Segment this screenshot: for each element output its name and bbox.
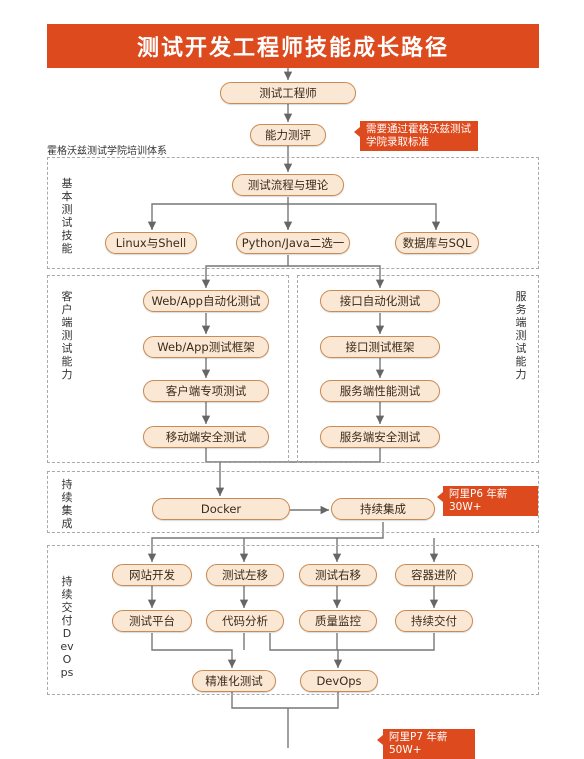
node-shift-left: 测试左移 bbox=[206, 564, 284, 586]
node-process-theory: 测试流程与理论 bbox=[232, 174, 344, 196]
node-client-special: 客户端专项测试 bbox=[143, 380, 269, 402]
node-devops: DevOps bbox=[300, 670, 378, 692]
page-title: 测试开发工程师技能成长路径 bbox=[47, 24, 539, 68]
node-db-sql: 数据库与SQL bbox=[395, 232, 479, 254]
node-ability-eval: 能力测评 bbox=[250, 124, 326, 146]
p6-callout: 阿里P6 年薪30W+ bbox=[437, 486, 538, 516]
p7-callout: 阿里P7 年薪50W+ bbox=[377, 729, 475, 759]
node-api-framework: 接口测试框架 bbox=[320, 336, 440, 358]
node-test-platform: 测试平台 bbox=[112, 610, 192, 632]
section-label-cd: 持续交付DevOps bbox=[60, 575, 74, 679]
node-continuous-delivery: 持续交付 bbox=[395, 610, 473, 632]
section-client bbox=[47, 275, 289, 463]
node-test-engineer: 测试工程师 bbox=[220, 82, 356, 104]
node-precision-test: 精准化测试 bbox=[192, 670, 276, 692]
section-label-ci: 持续集成 bbox=[61, 478, 73, 530]
node-api-auto: 接口自动化测试 bbox=[320, 290, 440, 312]
node-server-perf: 服务端性能测试 bbox=[320, 380, 440, 402]
section-basic bbox=[47, 157, 539, 269]
node-shift-right: 测试右移 bbox=[299, 564, 377, 586]
node-web-app-auto: Web/App自动化测试 bbox=[143, 290, 269, 312]
node-python-java: Python/Java二选一 bbox=[236, 232, 350, 254]
node-linux-shell: Linux与Shell bbox=[105, 232, 197, 254]
admission-callout: 需要通过霍格沃兹测试学院录取标准 bbox=[354, 121, 478, 151]
section-label-basic: 基本测试技能 bbox=[61, 177, 73, 255]
section-label-server: 服务端测试能力 bbox=[515, 290, 527, 381]
node-container-adv: 容器进阶 bbox=[395, 564, 473, 586]
system-label: 霍格沃兹测试学院培训体系 bbox=[47, 146, 167, 157]
section-label-client: 客户端测试能力 bbox=[61, 290, 73, 381]
node-docker: Docker bbox=[152, 498, 290, 520]
section-cd bbox=[47, 545, 539, 695]
node-code-analysis: 代码分析 bbox=[206, 610, 284, 632]
node-server-security: 服务端安全测试 bbox=[320, 426, 440, 448]
section-ci bbox=[47, 471, 539, 533]
section-server bbox=[297, 275, 539, 463]
node-ci: 持续集成 bbox=[331, 498, 435, 520]
node-website-dev: 网站开发 bbox=[112, 564, 192, 586]
node-web-app-framework: Web/App测试框架 bbox=[143, 336, 269, 358]
node-mobile-security: 移动端安全测试 bbox=[143, 426, 269, 448]
node-quality-monitor: 质量监控 bbox=[299, 610, 377, 632]
